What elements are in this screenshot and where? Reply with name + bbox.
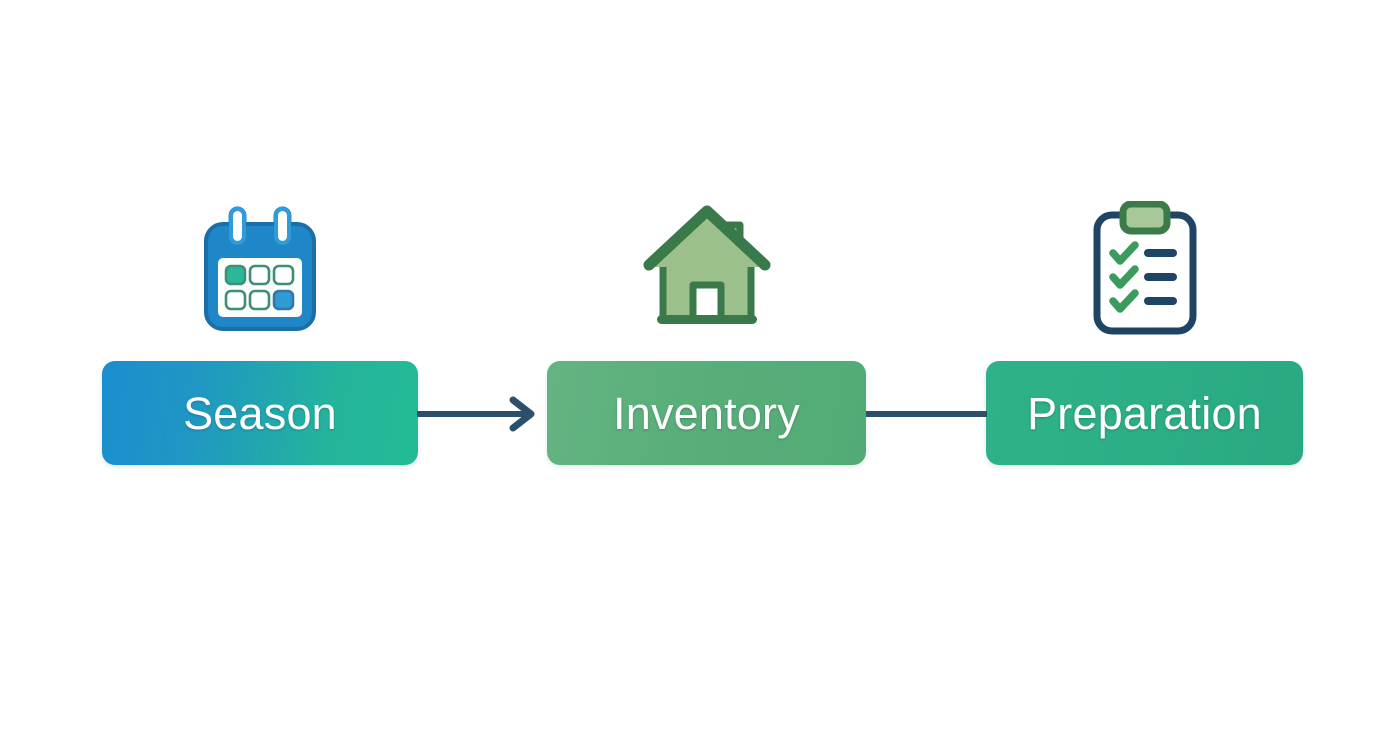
calendar-icon <box>190 195 330 335</box>
house-icon-svg <box>643 205 770 324</box>
clipboard-checklist-icon <box>1075 195 1215 335</box>
stage-box-preparation[interactable]: Preparation <box>986 361 1303 465</box>
stage-season[interactable]: Season <box>102 195 418 470</box>
connector-season-to-inventory <box>417 396 548 432</box>
calendar-icon-svg <box>204 206 316 331</box>
house-icon <box>637 195 777 335</box>
stage-inventory[interactable]: Inventory <box>547 195 866 470</box>
stage-preparation[interactable]: Preparation <box>986 195 1303 470</box>
stage-box-inventory[interactable]: Inventory <box>547 361 866 465</box>
stage-box-season[interactable]: Season <box>102 361 418 465</box>
stage-label-inventory: Inventory <box>613 387 800 439</box>
stage-label-season: Season <box>183 387 337 439</box>
stage-label-preparation: Preparation <box>1027 387 1262 439</box>
arrow-right-icon <box>417 396 535 432</box>
connector-inventory-to-preparation <box>866 396 987 432</box>
clipboard-checklist-icon-svg <box>1093 201 1196 335</box>
line-connector-icon <box>866 411 987 417</box>
